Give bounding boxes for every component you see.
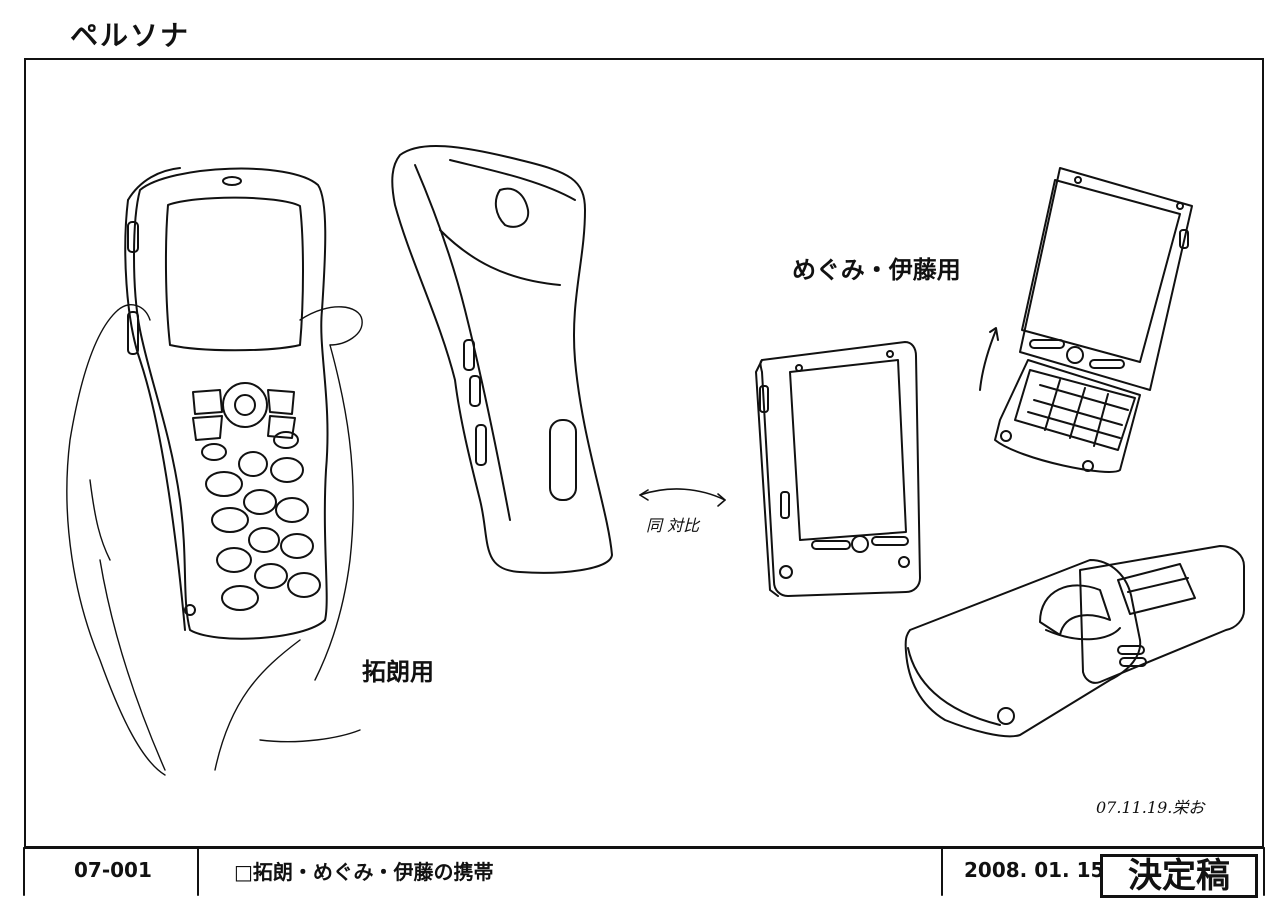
contrast-note: 同 対比 <box>646 516 700 535</box>
contrast-arrow <box>639 488 726 507</box>
final-draft-stamp: 決定稿 <box>1100 854 1258 898</box>
megumi-phone-label: めぐみ・伊藤用 <box>792 256 961 284</box>
title-block: 07-001 □拓朗・めぐみ・伊藤の携帯 2008. 01. 15 決定稿 <box>24 846 1264 898</box>
megumi-phone-front-drawing <box>755 341 921 597</box>
document-title: ペルソナ <box>70 19 191 52</box>
signature-date: 07.11.19.栄お <box>1096 798 1205 817</box>
takuro-phone-drawing <box>124 167 329 640</box>
takuro-phone-back-drawing <box>391 144 613 574</box>
sheet-date: 2008. 01. 15 <box>964 858 1105 882</box>
hand-sketch <box>66 304 363 776</box>
megumi-phone-slider-drawing <box>979 167 1193 473</box>
megumi-phone-closed-drawing <box>904 545 1245 738</box>
footer-rules <box>23 847 1265 896</box>
sheet-caption: □拓朗・めぐみ・伊藤の携帯 <box>234 859 494 884</box>
takuro-phone-label: 拓朗用 <box>362 658 434 686</box>
sheet-code: 07-001 <box>74 858 152 882</box>
